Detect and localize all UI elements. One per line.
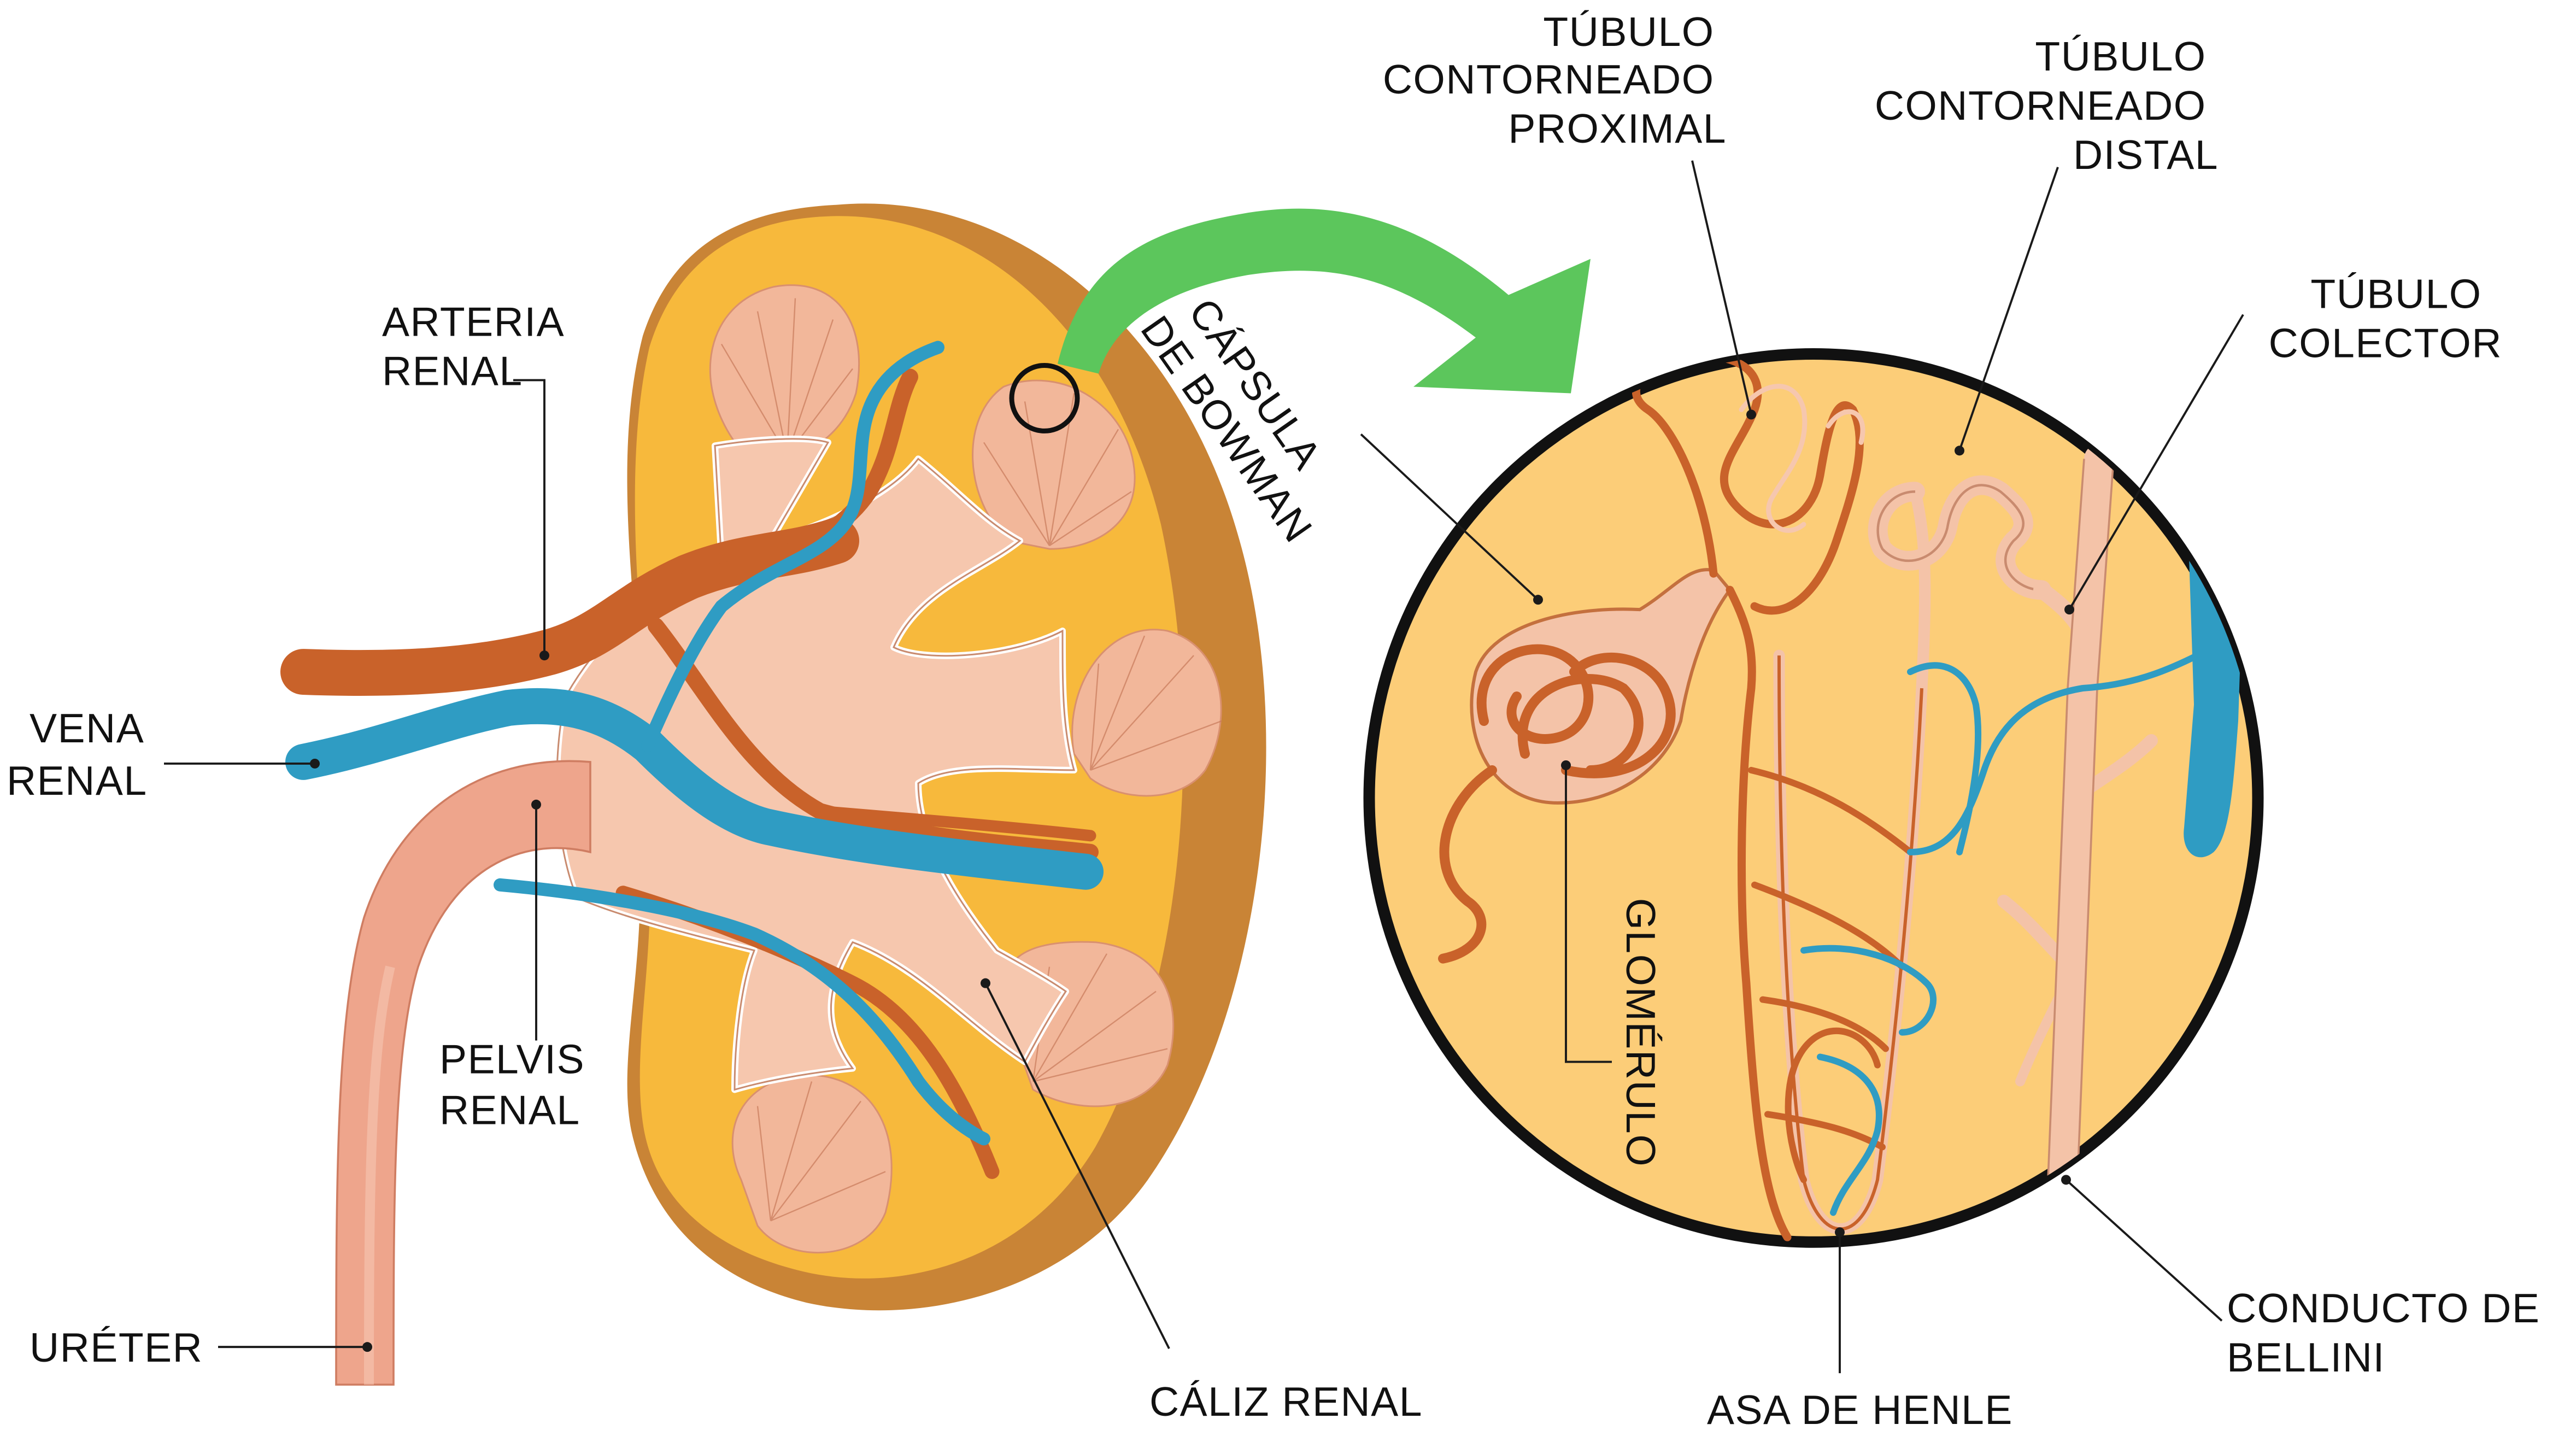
medullary-pyramids (709, 284, 1222, 1253)
label-tubulo-distal: TÚBULO CONTORNEADO DISTAL (1875, 33, 2219, 178)
leader-lines (164, 160, 2244, 1374)
label-asa-henle: ASA DE HENLE (1707, 1387, 2013, 1433)
label-tubulo-colector: TÚBULO COLECTOR (2269, 271, 2502, 366)
label-vena-renal: VENA RENAL (7, 705, 157, 804)
proximal-tubule (1632, 354, 1864, 1241)
glomerulus-loops (1438, 644, 1676, 964)
ureter-tube (335, 760, 591, 1386)
zoom-arrow (1058, 208, 1591, 394)
kidney (280, 203, 1266, 1386)
label-tubulo-proximal: TÚBULO CONTORNEADO PROXIMAL (1383, 9, 1727, 151)
nephron-zoom (1363, 348, 2264, 1248)
label-glomerulo: GLOMÉRULO (1618, 898, 1664, 1167)
label-pelvis-renal: PELVIS RENAL (439, 1036, 597, 1133)
label-caliz-renal: CÁLIZ RENAL (1149, 1379, 1423, 1425)
renal-vein (285, 341, 1104, 1146)
label-conducto-bellini: CONDUCTO DE BELLINI (2227, 1285, 2552, 1380)
zoom-circle (1363, 348, 2264, 1248)
nephron-location-marker (1009, 362, 1080, 433)
proximal-tubule-inner (1739, 384, 1865, 533)
label-arteria-renal: ARTERIA RENAL (382, 299, 577, 394)
label-ureter: URÉTER (30, 1324, 203, 1370)
labels: ARTERIA RENAL VENA RENAL PELVIS RENAL UR… (7, 9, 2552, 1433)
